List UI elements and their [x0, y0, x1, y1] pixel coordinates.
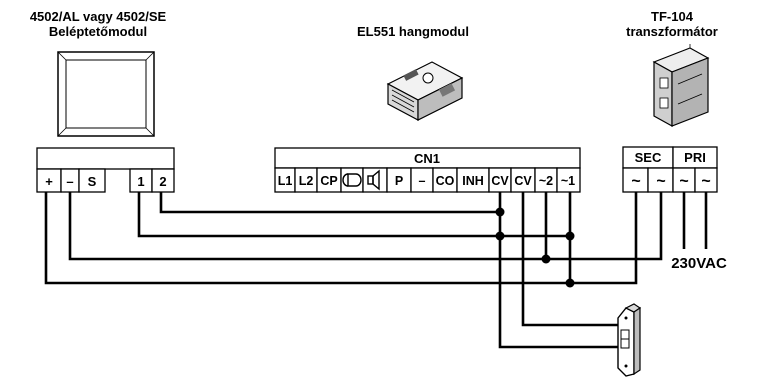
transformer-sec-terminal-1: ~	[631, 173, 640, 190]
audio-module-title: EL551 hangmodul	[357, 24, 469, 39]
junction-dot	[541, 254, 551, 264]
transformer-sec-terminal-2: ~	[656, 173, 665, 190]
microphone-icon	[342, 173, 362, 187]
audio-module-illustration	[386, 61, 464, 121]
cn1-terminal-block: CN1 L1 L2 CP P – CO INH CV CV ~2	[274, 147, 581, 193]
speaker-icon	[367, 169, 380, 191]
cn1-terminal-l2: L2	[299, 174, 314, 188]
wire-minus-to-sec2	[68, 192, 663, 261]
transformer-illustration	[652, 44, 710, 128]
transformer-pri-terminal-1: ~	[679, 173, 688, 190]
access-terminal-s-label: S	[88, 174, 97, 189]
door-strike-illustration	[617, 303, 642, 377]
junction-dot	[565, 231, 575, 241]
access-module-illustration	[57, 51, 155, 137]
cn1-terminal-p: P	[395, 174, 403, 188]
cn1-terminal-co: CO	[436, 174, 455, 188]
access-terminal-1-label: 1	[137, 174, 144, 189]
access-terminal-2-label: 2	[159, 174, 166, 189]
transformer-title-line1: TF-104	[651, 9, 694, 24]
access-module-terminal-block: + – S 1 2	[36, 147, 175, 193]
wire-cv-a-to-lock	[498, 192, 620, 349]
cn1-terminal-ac1: ~1	[561, 174, 575, 188]
wiring	[44, 192, 708, 349]
access-terminal-plus-label: +	[45, 174, 53, 189]
cn1-terminal-cp: CP	[320, 174, 337, 188]
junction-dot	[495, 231, 505, 241]
wire-term1-to-ac1	[137, 192, 570, 238]
access-terminal-minus-label: –	[66, 174, 73, 189]
cn1-terminal-inh: INH	[462, 174, 484, 188]
mains-voltage-label: 230VAC	[671, 255, 727, 272]
junction-dot	[495, 207, 505, 217]
transformer-sec-label: SEC	[635, 150, 662, 165]
transformer-pri-terminal-2: ~	[701, 173, 710, 190]
wire-cv-b-to-lock	[521, 192, 620, 327]
wire-term2-to-cv	[159, 192, 500, 214]
transformer-pri-label: PRI	[684, 150, 706, 165]
cn1-terminal-ac2: ~2	[539, 174, 553, 188]
junction-dot	[565, 278, 575, 288]
cn1-header: CN1	[414, 151, 440, 166]
wire-plus-to-sec1	[44, 192, 638, 285]
cn1-terminal-cv-b: CV	[514, 174, 532, 188]
transformer-terminal-block: SEC PRI ~ ~ ~ ~	[622, 146, 718, 193]
cn1-terminal-minus: –	[419, 174, 426, 188]
access-module-title-line1: 4502/AL vagy 4502/SE	[30, 9, 167, 24]
transformer-title-line2: transzformátor	[626, 24, 718, 39]
access-module-title-line2: Beléptetőmodul	[49, 24, 147, 39]
cn1-terminal-cv-a: CV	[491, 174, 509, 188]
cn1-terminal-l1: L1	[278, 174, 293, 188]
